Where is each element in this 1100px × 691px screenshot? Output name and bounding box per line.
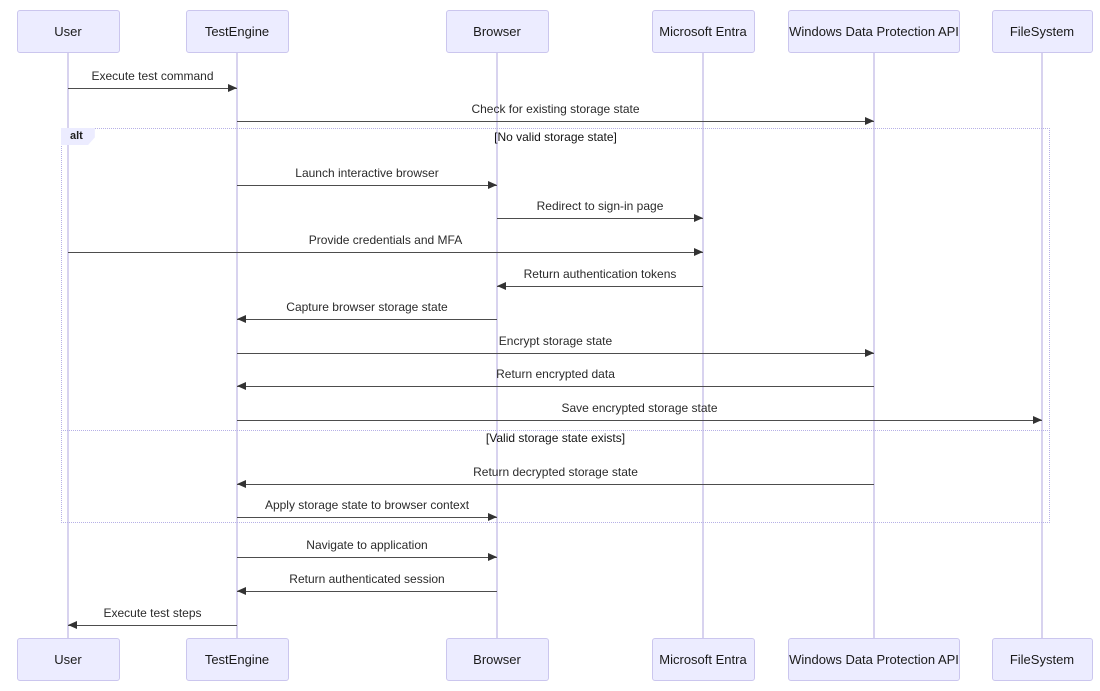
- message-line: [237, 591, 497, 592]
- lifeline-wdpapi: [873, 53, 875, 638]
- actor-bottom-filesystem: FileSystem: [991, 638, 1093, 681]
- message-line: [237, 557, 497, 558]
- arrowhead-icon: [237, 315, 246, 323]
- alt-frame-label: alt: [61, 128, 95, 145]
- message-line: [68, 88, 237, 89]
- message-label: Launch interactive browser: [295, 166, 439, 180]
- actor-top-entra: Microsoft Entra: [651, 10, 755, 53]
- message-line: [497, 286, 703, 287]
- message-line: [68, 252, 703, 253]
- actor-top-user: User: [16, 10, 120, 53]
- message-line: [237, 185, 497, 186]
- alt-frame-divider: [61, 430, 1050, 431]
- arrowhead-icon: [488, 513, 497, 521]
- message-line: [237, 484, 874, 485]
- arrowhead-icon: [488, 181, 497, 189]
- message-label: Return authentication tokens: [523, 267, 677, 281]
- arrowhead-icon: [237, 480, 246, 488]
- message-label: Apply storage state to browser context: [264, 498, 470, 512]
- message-label: Save encrypted storage state: [561, 401, 718, 415]
- arrowhead-icon: [237, 587, 246, 595]
- message-label: Provide credentials and MFA: [308, 233, 463, 247]
- message-label: Redirect to sign-in page: [536, 199, 664, 213]
- message-line: [237, 319, 497, 320]
- arrowhead-icon: [237, 382, 246, 390]
- message-label: Return authenticated session: [289, 572, 445, 586]
- message-label: Encrypt storage state: [498, 334, 613, 348]
- actor-bottom-browser: Browser: [445, 638, 549, 681]
- lifeline-testengine: [236, 53, 238, 638]
- actor-top-testengine: TestEngine: [185, 10, 289, 53]
- arrowhead-icon: [694, 214, 703, 222]
- lifeline-user: [67, 53, 69, 638]
- actor-top-filesystem: FileSystem: [991, 10, 1093, 53]
- message-line: [237, 386, 874, 387]
- message-label: Execute test command: [91, 69, 214, 83]
- message-label: Capture browser storage state: [286, 300, 448, 314]
- actor-bottom-entra: Microsoft Entra: [651, 638, 755, 681]
- alt-condition: [No valid storage state]: [494, 130, 617, 144]
- message-line: [68, 625, 237, 626]
- arrowhead-icon: [228, 84, 237, 92]
- actor-bottom-wdpapi: Windows Data Protection API: [788, 638, 960, 681]
- arrowhead-icon: [865, 349, 874, 357]
- actor-top-browser: Browser: [445, 10, 549, 53]
- message-line: [237, 420, 1042, 421]
- alt-condition: [Valid storage state exists]: [485, 431, 626, 445]
- arrowhead-icon: [694, 248, 703, 256]
- actor-top-wdpapi: Windows Data Protection API: [788, 10, 960, 53]
- actor-bottom-user: User: [16, 638, 120, 681]
- arrowhead-icon: [865, 117, 874, 125]
- message-line: [237, 353, 874, 354]
- message-label: Return decrypted storage state: [473, 465, 638, 479]
- lifeline-filesystem: [1041, 53, 1043, 638]
- message-label: Navigate to application: [306, 538, 428, 552]
- arrowhead-icon: [68, 621, 77, 629]
- message-label: Check for existing storage state: [471, 102, 640, 116]
- message-label: Return encrypted data: [496, 367, 615, 381]
- arrowhead-icon: [1033, 416, 1042, 424]
- actor-bottom-testengine: TestEngine: [185, 638, 289, 681]
- lifeline-browser: [496, 53, 498, 638]
- lifeline-entra: [702, 53, 704, 638]
- arrowhead-icon: [497, 282, 506, 290]
- arrowhead-icon: [488, 553, 497, 561]
- message-line: [237, 517, 497, 518]
- alt-frame: [61, 128, 1050, 523]
- message-label: Execute test steps: [103, 606, 202, 620]
- message-line: [237, 121, 874, 122]
- message-line: [497, 218, 703, 219]
